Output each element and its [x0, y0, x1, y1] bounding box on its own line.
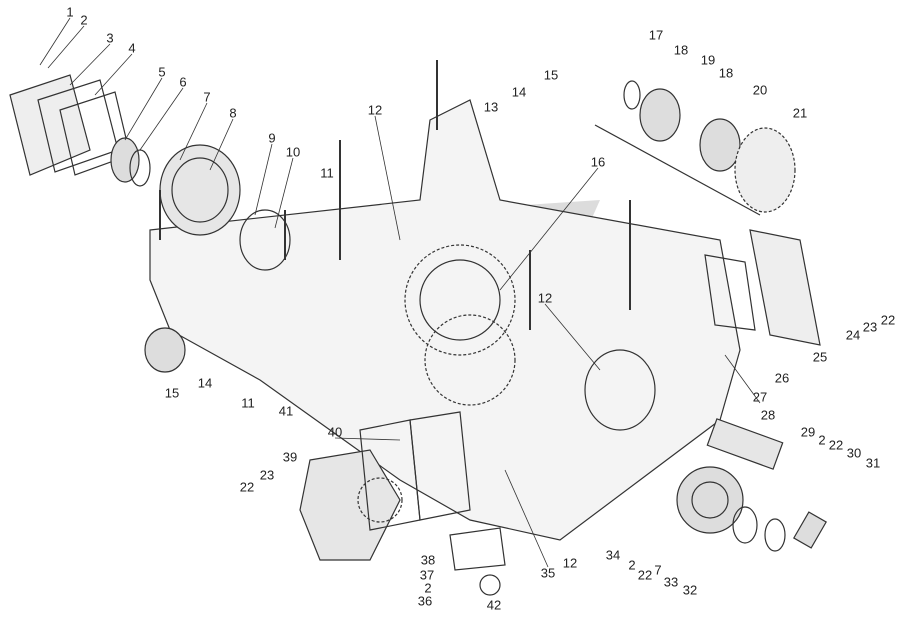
callout-label: 1: [66, 4, 74, 20]
callout-label: 10: [285, 144, 301, 160]
callout-label: 15: [543, 67, 559, 83]
ring: [623, 80, 641, 110]
callout-label: 8: [229, 105, 237, 121]
pump-gear: [357, 477, 403, 523]
callout-label: 33: [663, 574, 679, 590]
gasket: [704, 254, 756, 331]
callout-label: 6: [179, 74, 187, 90]
cover-plate: [9, 74, 91, 176]
callout-label: 29: [800, 424, 816, 440]
callout-label: 17: [648, 27, 664, 43]
callout-label: 42: [486, 597, 502, 613]
callout-label: 19: [700, 52, 716, 68]
bearing: [639, 88, 681, 142]
callout-label: 36: [417, 593, 433, 609]
callout-label: 2: [424, 580, 432, 596]
callout-label: 11: [320, 165, 334, 181]
callout-label: 32: [682, 582, 698, 598]
callout-label: 25: [812, 349, 828, 365]
gear: [404, 244, 516, 356]
callout-label: 7: [203, 89, 211, 105]
callout-label: 12: [562, 555, 578, 571]
callout-label: 18: [718, 65, 734, 81]
callout-label: 22: [239, 479, 255, 495]
bore: [584, 349, 656, 431]
callout-label: 11: [241, 395, 255, 411]
ring: [764, 518, 786, 552]
bearing: [699, 118, 741, 172]
crankcase-housing: [149, 99, 741, 541]
flange: [449, 527, 506, 571]
callout-label: 24: [845, 327, 861, 343]
callout-label: 5: [158, 64, 166, 80]
callout-label: 34: [605, 547, 621, 563]
callout-label: 20: [752, 82, 768, 98]
callout-label: 23: [862, 319, 878, 335]
callout-label: 16: [590, 154, 606, 170]
side-cover: [749, 229, 821, 346]
callout-label: 23: [259, 467, 275, 483]
callout-label: 12: [537, 290, 553, 306]
callout-label: 12: [367, 102, 383, 118]
callout-label: 2: [628, 557, 636, 573]
bearing: [676, 466, 744, 534]
callout-label: 7: [654, 562, 662, 578]
callout-label: 3: [106, 30, 114, 46]
shaft: [706, 418, 784, 470]
callout-label: 37: [419, 567, 435, 583]
gasket: [409, 411, 471, 521]
callout-label: 15: [164, 385, 180, 401]
callout-label: 14: [197, 375, 213, 391]
callout-label: 13: [483, 99, 499, 115]
callout-label: 2: [80, 12, 88, 28]
callout-label: 22: [637, 567, 653, 583]
callout-label: 9: [268, 130, 276, 146]
plug: [793, 511, 827, 549]
callout-label: 27: [752, 389, 768, 405]
callout-label: 28: [760, 407, 776, 423]
callout-label: 39: [282, 449, 298, 465]
callout-label: 4: [128, 40, 136, 56]
bearing: [110, 137, 140, 183]
callout-label: 22: [880, 312, 896, 328]
callout-label: 26: [774, 370, 790, 386]
bearing: [144, 327, 186, 373]
callout-label: 18: [673, 42, 689, 58]
callout-label: 40: [327, 424, 343, 440]
callout-label: 38: [420, 552, 436, 568]
gear: [734, 127, 796, 213]
callout-label: 30: [846, 445, 862, 461]
callout-label: 41: [278, 403, 294, 419]
callout-label: 22: [828, 437, 844, 453]
ring: [732, 506, 758, 544]
gear: [424, 314, 516, 406]
callout-label: 2: [818, 432, 826, 448]
callout-label: 14: [511, 84, 527, 100]
studs: [159, 60, 631, 330]
callout-label: 31: [865, 455, 881, 471]
oil-pump: [299, 449, 401, 561]
callout-label: 21: [792, 105, 808, 121]
callout-label: 35: [540, 565, 556, 581]
o-ring: [479, 574, 501, 596]
bore: [239, 209, 291, 271]
leader-lines: [39, 17, 761, 568]
